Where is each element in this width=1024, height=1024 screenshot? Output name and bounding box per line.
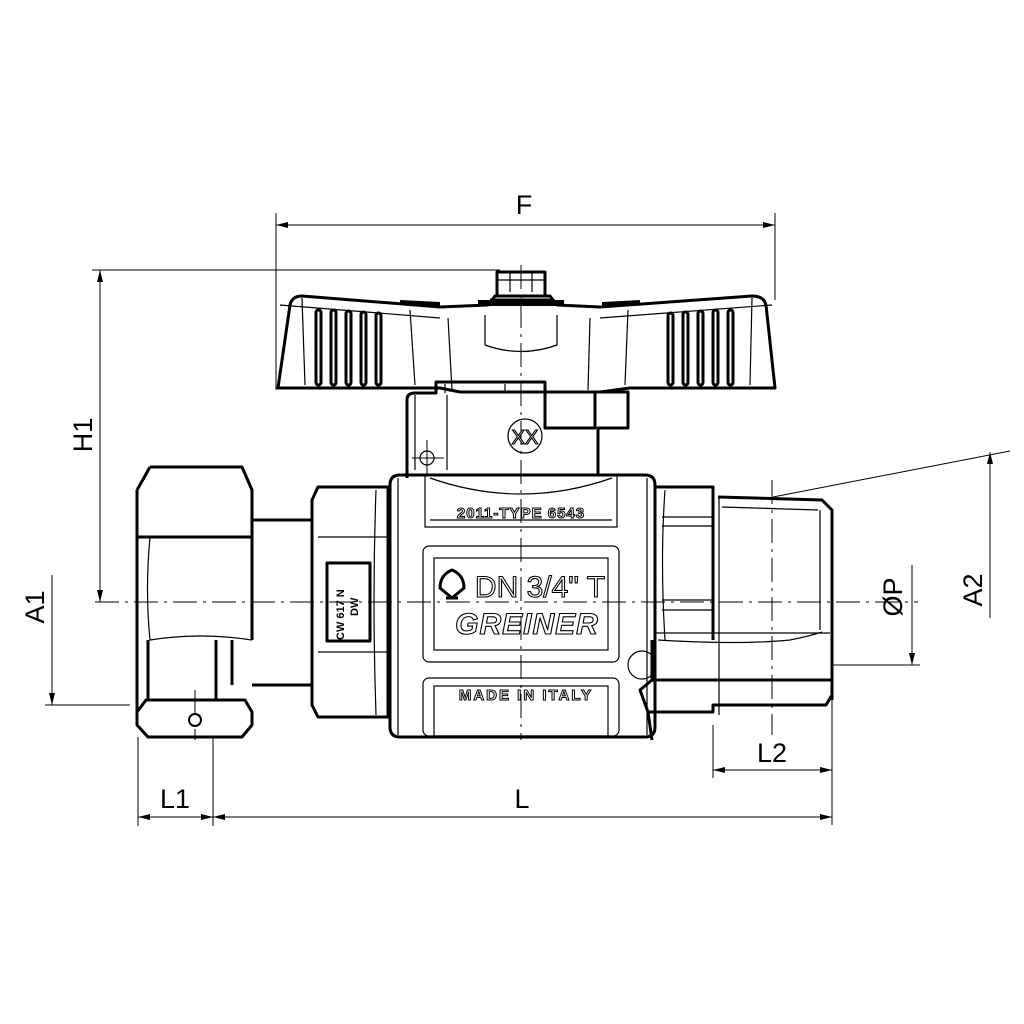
handle-grip-ribs-left (314, 308, 383, 387)
butterfly-handle (276, 294, 777, 394)
svg-text:ØP: ØP (878, 577, 908, 616)
valve-body: 2011-TYPE 6543 DN 3/4" T GREINER MADE IN… (388, 473, 657, 739)
dimension-L2: L2 (712, 700, 833, 825)
handle-grip-ribs-right (666, 308, 735, 387)
connector-neck (252, 518, 312, 687)
dimension-L: L (213, 784, 832, 820)
size-marking: DN 3/4" T (475, 571, 605, 604)
union-nut (135, 465, 254, 739)
svg-text:L: L (514, 784, 529, 814)
material-label-box (325, 561, 372, 643)
right-connector (638, 485, 834, 741)
bonnet: XX (405, 380, 630, 478)
svg-text:F: F (516, 190, 533, 220)
dimension-A1: A1 (20, 575, 130, 706)
svg-text:A1: A1 (20, 590, 50, 623)
date-stamp: XX (512, 427, 539, 449)
svg-text:L1: L1 (160, 784, 190, 814)
dimension-H1: H1 (68, 269, 500, 602)
dimension-diameter-P: ØP (833, 565, 920, 666)
svg-text:A2: A2 (958, 573, 988, 606)
material-marking-2: DW (349, 597, 361, 616)
left-body-hex: CW 617 N DW (310, 485, 390, 719)
origin-marking: MADE IN ITALY (459, 687, 593, 704)
dimension-A2: A2 (772, 450, 1011, 618)
svg-text:H1: H1 (68, 418, 98, 453)
dimension-L1: L1 (137, 737, 214, 826)
seal-hole-icon (188, 713, 202, 727)
type-marking: 2011-TYPE 6543 (457, 505, 585, 522)
material-marking-1: CW 617 N (335, 589, 347, 640)
date-stamp-circle (507, 418, 543, 454)
dimension-F: F (275, 190, 776, 390)
brand-logo-icon (438, 568, 466, 600)
stem-nut (478, 270, 564, 306)
brand-marking: GREINER (455, 608, 599, 641)
svg-text:L2: L2 (757, 738, 787, 768)
